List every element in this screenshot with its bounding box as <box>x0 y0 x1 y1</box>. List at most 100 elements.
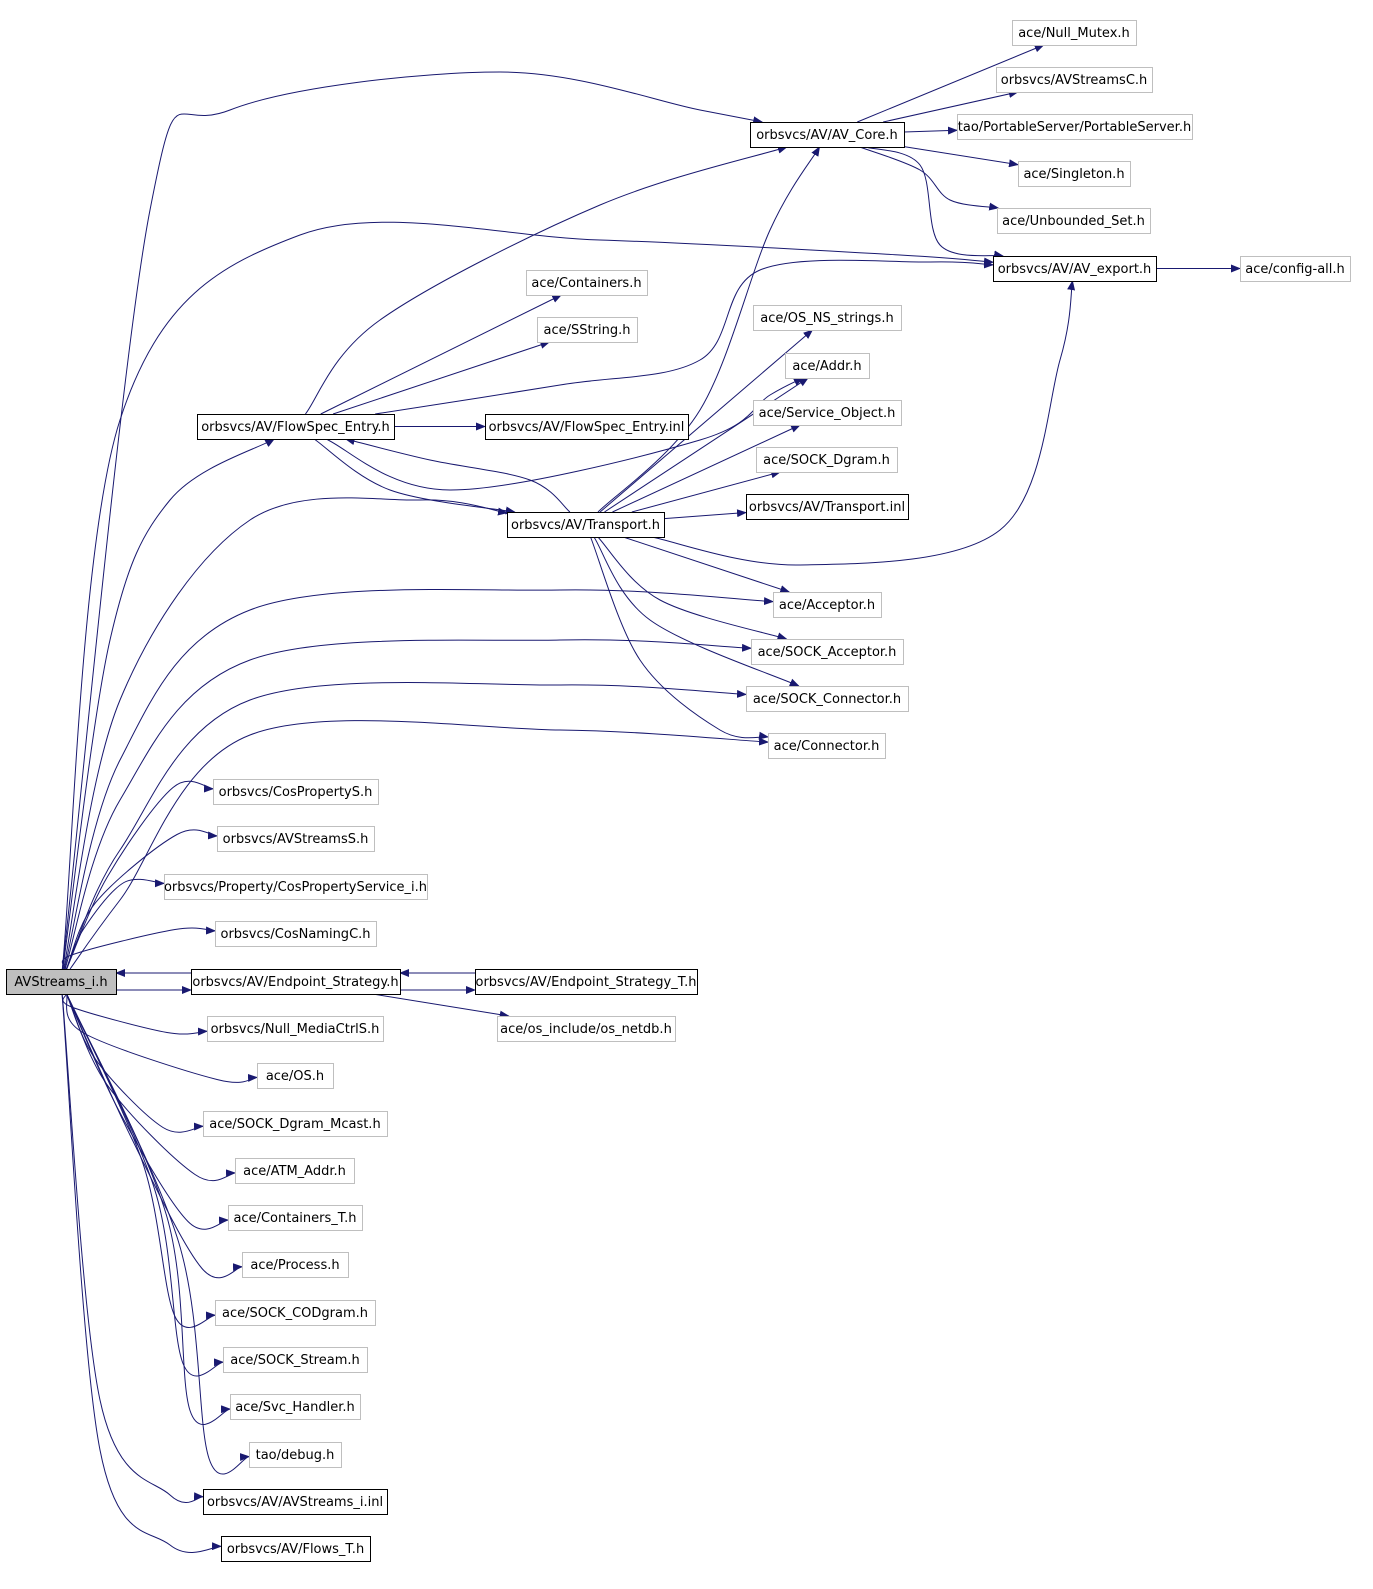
node-flowspec-entry-inl[interactable]: orbsvcs/AV/FlowSpec_Entry.inl <box>485 414 689 440</box>
node-box <box>215 1300 376 1326</box>
node-label: ace/SOCK_Acceptor.h <box>758 645 897 660</box>
edge-line <box>61 71 764 970</box>
edge-avstreams_i_h-to-os_h <box>66 993 258 1083</box>
node-box <box>507 512 665 538</box>
edge-line <box>599 329 814 513</box>
node-box <box>773 592 882 618</box>
node-box <box>537 317 638 343</box>
node-box <box>221 1536 371 1562</box>
node-null-mutex-h: ace/Null_Mutex.h <box>1012 20 1137 46</box>
node-av-core-h[interactable]: orbsvcs/AV/AV_Core.h <box>750 122 905 148</box>
node-avstreams-i-inl[interactable]: orbsvcs/AV/AVStreams_i.inl <box>203 1489 388 1515</box>
node-box <box>223 1347 368 1373</box>
node-svc-handler-h: ace/Svc_Handler.h <box>230 1394 361 1420</box>
edge-avstreams_i_h-to-transport_h <box>63 497 508 970</box>
node-box <box>249 1442 342 1468</box>
node-label: ace/os_include/os_netdb.h <box>500 1022 672 1037</box>
edge-line <box>903 146 1019 168</box>
edge-line <box>623 536 791 593</box>
node-label: ace/OS_NS_strings.h <box>760 311 893 326</box>
node-box <box>485 414 689 440</box>
node-label: orbsvcs/Property/CosPropertyService_i.h <box>164 880 427 895</box>
node-box <box>785 353 870 379</box>
node-label: ace/config-all.h <box>1245 262 1345 277</box>
edge-line <box>66 993 250 1475</box>
edge-line <box>663 509 747 520</box>
node-box <box>997 208 1151 234</box>
node-endpoint-strategy-t-h[interactable]: orbsvcs/AV/Endpoint_Strategy_T.h <box>475 969 698 995</box>
node-box <box>1240 256 1351 282</box>
node-transport-h[interactable]: orbsvcs/AV/Transport.h <box>507 512 665 538</box>
edge-avstreams_i_h-to-av_core_h <box>61 71 764 970</box>
edge-avstreams_i_h-to-process_h <box>66 993 243 1279</box>
edge-avstreams_i_h-to-flows_t_h <box>61 993 222 1553</box>
node-av-export-h[interactable]: orbsvcs/AV/AV_export.h <box>993 256 1157 282</box>
edge-av_core_h-to-singleton_h <box>903 146 1019 168</box>
node-box <box>207 1016 384 1042</box>
edge-avstreams_i_h-to-cosnamingc_h <box>61 926 216 970</box>
node-box <box>957 114 1193 140</box>
edge-avstreams_i_h-to-connector_h <box>69 720 769 970</box>
edge-line <box>66 993 204 1133</box>
node-box <box>497 1016 676 1042</box>
node-box <box>191 969 401 995</box>
edge-avstreams_i_h-to-cospropertyservice_i_h <box>65 878 165 970</box>
edge-line <box>372 993 510 1019</box>
node-box <box>228 1205 363 1231</box>
node-label: ace/Process.h <box>250 1258 339 1273</box>
node-flows-t-h[interactable]: orbsvcs/AV/Flows_T.h <box>221 1536 371 1562</box>
node-cospropertys-h: orbsvcs/CosPropertyS.h <box>213 779 379 805</box>
edge-line <box>62 993 208 1036</box>
edge-line <box>65 878 165 970</box>
node-box <box>996 67 1153 93</box>
edge-line <box>66 682 747 970</box>
node-avstreamss-h: orbsvcs/AVStreamsS.h <box>217 826 375 852</box>
node-label: ace/SOCK_CODgram.h <box>222 1306 368 1321</box>
node-sock-stream-h: ace/SOCK_Stream.h <box>223 1347 368 1373</box>
node-label: AVStreams_i.h <box>14 975 107 990</box>
node-endpoint-strategy-h[interactable]: orbsvcs/AV/Endpoint_Strategy.h <box>191 969 401 995</box>
edge-avstreams_i_h-to-sock_connector_h <box>66 682 747 970</box>
node-label: orbsvcs/AV/AV_export.h <box>998 262 1152 277</box>
node-transport-inl[interactable]: orbsvcs/AV/Transport.inl <box>746 494 909 520</box>
node-box <box>751 639 904 665</box>
edge-avstreams_i_h-to-sock_dgram_mcast_h <box>66 993 204 1133</box>
node-sock-dgram-h: ace/SOCK_Dgram.h <box>756 447 898 473</box>
edge-line <box>859 146 1000 211</box>
edge-line <box>593 536 800 687</box>
edge-flowspec_entry_h-to-addr_h <box>325 377 804 491</box>
edge-endpoint_strategy_h-to-os_netdb_h <box>372 993 510 1019</box>
edge-line <box>590 536 769 740</box>
edge-line <box>332 341 551 415</box>
node-box <box>475 969 698 995</box>
node-label: ace/Acceptor.h <box>779 598 875 613</box>
node-box <box>753 400 902 426</box>
node-flowspec-entry-h[interactable]: orbsvcs/AV/FlowSpec_Entry.h <box>197 414 395 440</box>
edge-line <box>66 829 218 970</box>
edge-avstreams_i_h-to-avstreamss_h <box>66 829 218 970</box>
edge-line <box>66 993 236 1181</box>
nodes-layer: AVStreams_i.h orbsvcs/AV/AV_Core.h ace/Nul… <box>6 20 1351 1562</box>
node-label: ace/SOCK_Connector.h <box>753 692 901 707</box>
node-acceptor-h: ace/Acceptor.h <box>773 592 882 618</box>
node-label: ace/ATM_Addr.h <box>243 1164 346 1179</box>
node-box <box>6 969 117 995</box>
node-label: tao/debug.h <box>256 1448 335 1463</box>
edge-avstreams_i_h-to-avstreams_i_inl <box>61 993 204 1504</box>
node-label: orbsvcs/AV/AVStreams_i.inl <box>207 1495 383 1510</box>
node-box <box>230 1394 361 1420</box>
node-label: orbsvcs/AV/FlowSpec_Entry.h <box>201 420 390 435</box>
edge-line <box>344 437 571 513</box>
edge-line <box>305 145 788 415</box>
edge-avstreams_i_h-to-atm_addr_h <box>66 993 236 1181</box>
node-box <box>1018 161 1131 187</box>
node-label: orbsvcs/AV/AV_Core.h <box>756 128 898 143</box>
edge-line <box>313 438 516 515</box>
edge-line <box>857 44 1045 123</box>
node-atm-addr-h: ace/ATM_Addr.h <box>235 1158 355 1184</box>
edge-line <box>69 720 769 970</box>
node-label: ace/SOCK_Dgram.h <box>763 453 890 468</box>
node-portableserver-h: tao/PortableServer/PortableServer.h <box>957 114 1193 140</box>
node-sock-dgram-mcast-h: ace/SOCK_Dgram_Mcast.h <box>203 1111 388 1137</box>
edge-avstreams_i_h-to-null_mediactrls_h <box>62 993 208 1036</box>
